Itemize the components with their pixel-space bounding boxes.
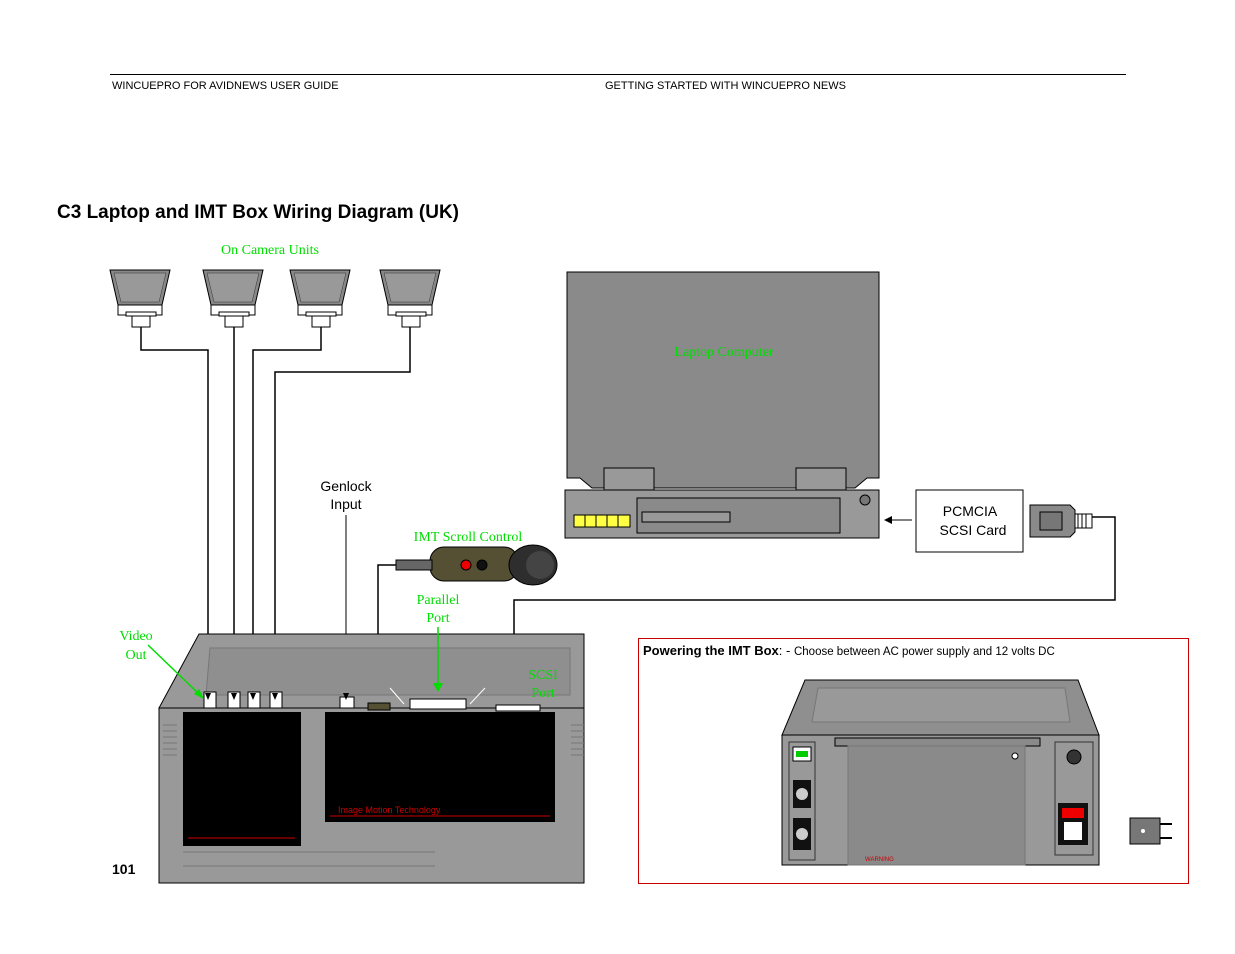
label-scsi-1: SCSI [528, 668, 558, 683]
camera-unit-3 [289, 269, 351, 328]
label-laptop-computer: Laptop Computer [674, 345, 773, 360]
label-parallel-1: Parallel [417, 593, 460, 608]
label-on-camera-units: On Camera Units [221, 243, 319, 258]
imt-box [158, 633, 585, 884]
label-video-1: Video [119, 629, 152, 644]
header-left: WINCUEPRO FOR AVIDNEWS USER GUIDE [112, 80, 339, 92]
camera-unit-2 [202, 269, 264, 328]
imt-brand-label: Image Motion Technology [338, 805, 441, 815]
page-number: 101 [112, 861, 136, 877]
powering-heading: Powering the IMT Box [643, 643, 779, 658]
warning-label: WARNING [865, 857, 894, 863]
label-scsi-2: Port [531, 686, 554, 701]
camera-unit-4 [379, 269, 441, 328]
imt-box-rear [781, 679, 1172, 866]
label-video-2: Out [126, 648, 147, 663]
label-parallel-2: Port [426, 611, 449, 626]
laptop-computer [564, 271, 880, 539]
powering-description: Choose between AC power supply and 12 vo… [793, 646, 1055, 658]
camera-unit-1 [109, 269, 171, 328]
pcmcia-card-box [915, 489, 1024, 553]
label-genlock-1: Genlock [320, 478, 372, 494]
powering-separator: : - [778, 643, 794, 658]
imt-scroll-control [395, 544, 558, 586]
header-rule [110, 74, 1126, 75]
label-pcmcia-2: SCSI Card [940, 522, 1007, 538]
label-imt-scroll-control: IMT Scroll Control [414, 530, 523, 545]
powering-text: Powering the IMT Box: - Choose between A… [643, 643, 1055, 658]
page-title: C3 Laptop and IMT Box Wiring Diagram (UK… [57, 202, 459, 223]
powering-box: Powering the IMT Box: - Choose between A… [638, 638, 1189, 884]
header-right: GETTING STARTED WITH WINCUEPRO NEWS [605, 80, 846, 92]
scsi-connector [1029, 504, 1093, 538]
label-genlock-2: Input [330, 496, 361, 512]
label-pcmcia-1: PCMCIA [943, 503, 998, 519]
